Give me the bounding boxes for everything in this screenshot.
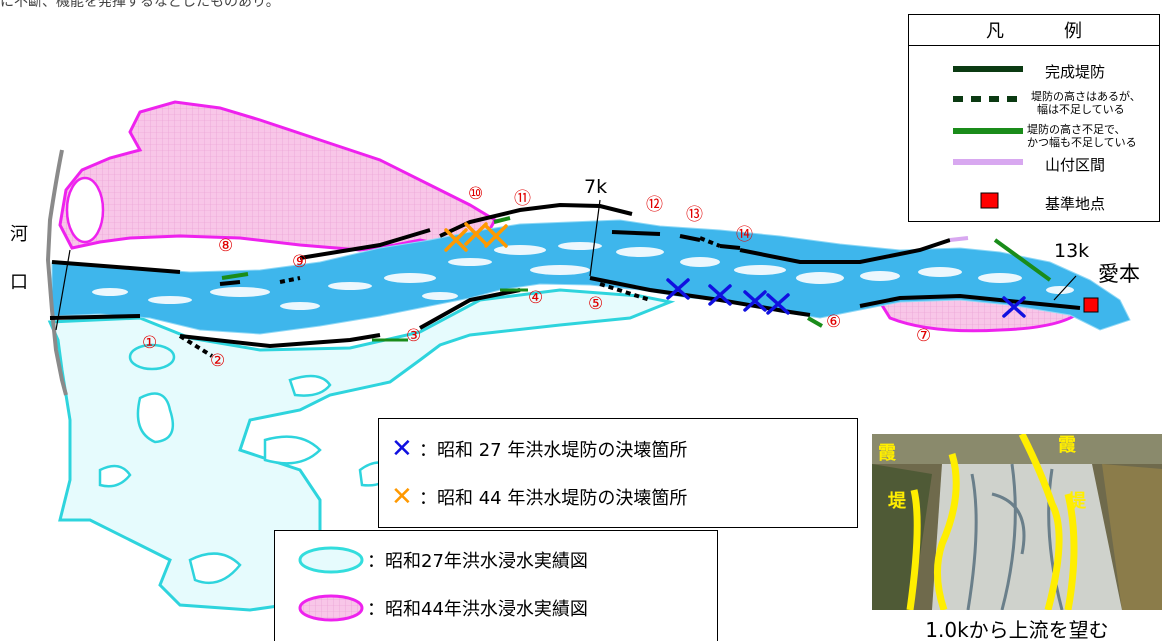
marker-11: ⑪ <box>514 189 531 209</box>
marker-4: ④ <box>528 288 544 308</box>
blue-x-icon: ✕ <box>391 434 413 464</box>
legend-swatches <box>953 66 1023 209</box>
km-7-label: 7k <box>584 176 608 198</box>
top-text: に不斷、機能を発揮するなどしたものあり。 <box>0 0 280 10</box>
marker-12: ⑫ <box>646 195 663 215</box>
orange-x-icon: ✕ <box>391 482 413 512</box>
km-13-label: 13k <box>1054 240 1090 262</box>
legend-base-point: 基準地点 <box>1045 195 1106 213</box>
kakou-label-2: 口 <box>10 272 28 293</box>
breach-legend-s44-label: ：昭和 44 年洪水堤防の決壊箇所 <box>419 488 688 509</box>
legend-header: 凡 例 <box>909 15 1159 46</box>
base-point-marker <box>1083 297 1099 313</box>
base-point-label: 愛本 <box>1098 262 1140 286</box>
breach-legend: ✕ ：昭和 27 年洪水堤防の決壊箇所 ✕ ：昭和 44 年洪水堤防の決壊箇所 <box>378 418 858 528</box>
marker-9: ⑨ <box>292 252 308 272</box>
marker-7: ⑦ <box>916 326 932 346</box>
legend-header-right: 例 <box>1064 21 1082 42</box>
legend-dike-height-short-1: 堤防の高さ不足で、 <box>1027 123 1126 136</box>
flood-legend-s27: ：昭和27年洪水浸水実績図 <box>297 545 588 575</box>
marker-10: ⑩ <box>468 184 484 204</box>
map-legend: 凡 例 完成堤防 堤防の高さはあるが、 幅は不足している 堤防の高さ不足で、 か… <box>908 14 1160 222</box>
cyan-ellipse-icon <box>298 546 364 574</box>
breach-markers-s44 <box>444 222 508 252</box>
legend-header-left: 凡 <box>986 21 1004 42</box>
flood-legend-s27-label: ：昭和27年洪水浸水実績図 <box>367 551 588 572</box>
breach-legend-s27-label: ：昭和 27 年洪水堤防の決壊箇所 <box>419 440 688 461</box>
marker-5: ⑤ <box>588 294 604 314</box>
legend-dike-width-short-2: 幅は不足している <box>1037 103 1125 116</box>
pink-ellipse-icon <box>298 594 364 622</box>
breach-legend-s44: ✕ ：昭和 44 年洪水堤防の決壊箇所 <box>391 483 687 511</box>
flood-legend-s44: ：昭和44年洪水浸水実績図 <box>297 593 588 623</box>
kasumi-left-1: 霞 <box>878 443 896 464</box>
marker-6: ⑥ <box>826 312 842 332</box>
kasumi-left-2: 堤 <box>888 491 906 512</box>
kasumi-right-2: 堤 <box>1068 491 1086 512</box>
legend-complete-dike: 完成堤防 <box>1045 63 1106 81</box>
breach-markers-s27 <box>666 278 1026 318</box>
aerial-photo-image <box>872 434 1162 610</box>
marker-14: ⑭ <box>736 225 753 245</box>
kakou-label-1: 河 <box>10 224 28 245</box>
marker-2: ② <box>210 351 226 371</box>
legend-dike-height-short-2: かつ幅も不足している <box>1027 136 1137 149</box>
flood-legend-s44-label: ：昭和44年洪水浸水実績図 <box>367 599 588 620</box>
photo-caption: 1.0kから上流を望む <box>925 618 1109 642</box>
marker-1: ① <box>142 333 158 353</box>
aerial-photo: 霞 堤 霞 堤 <box>872 434 1162 610</box>
legend-yamatsuki: 山付区間 <box>1045 156 1106 174</box>
marker-3: ③ <box>406 326 422 346</box>
marker-8: ⑧ <box>218 236 234 256</box>
flood-area-s44 <box>58 100 498 252</box>
flood-area-s27 <box>47 288 676 612</box>
kasumi-right-1: 霞 <box>1058 435 1076 456</box>
legend-dike-width-short-1: 堤防の高さはあるが、 <box>1031 90 1141 103</box>
flood-legend: ：昭和27年洪水浸水実績図 ：昭和44年洪水浸水実績図 <box>274 530 718 641</box>
marker-13: ⑬ <box>686 205 703 225</box>
breach-legend-s27: ✕ ：昭和 27 年洪水堤防の決壊箇所 <box>391 435 687 463</box>
